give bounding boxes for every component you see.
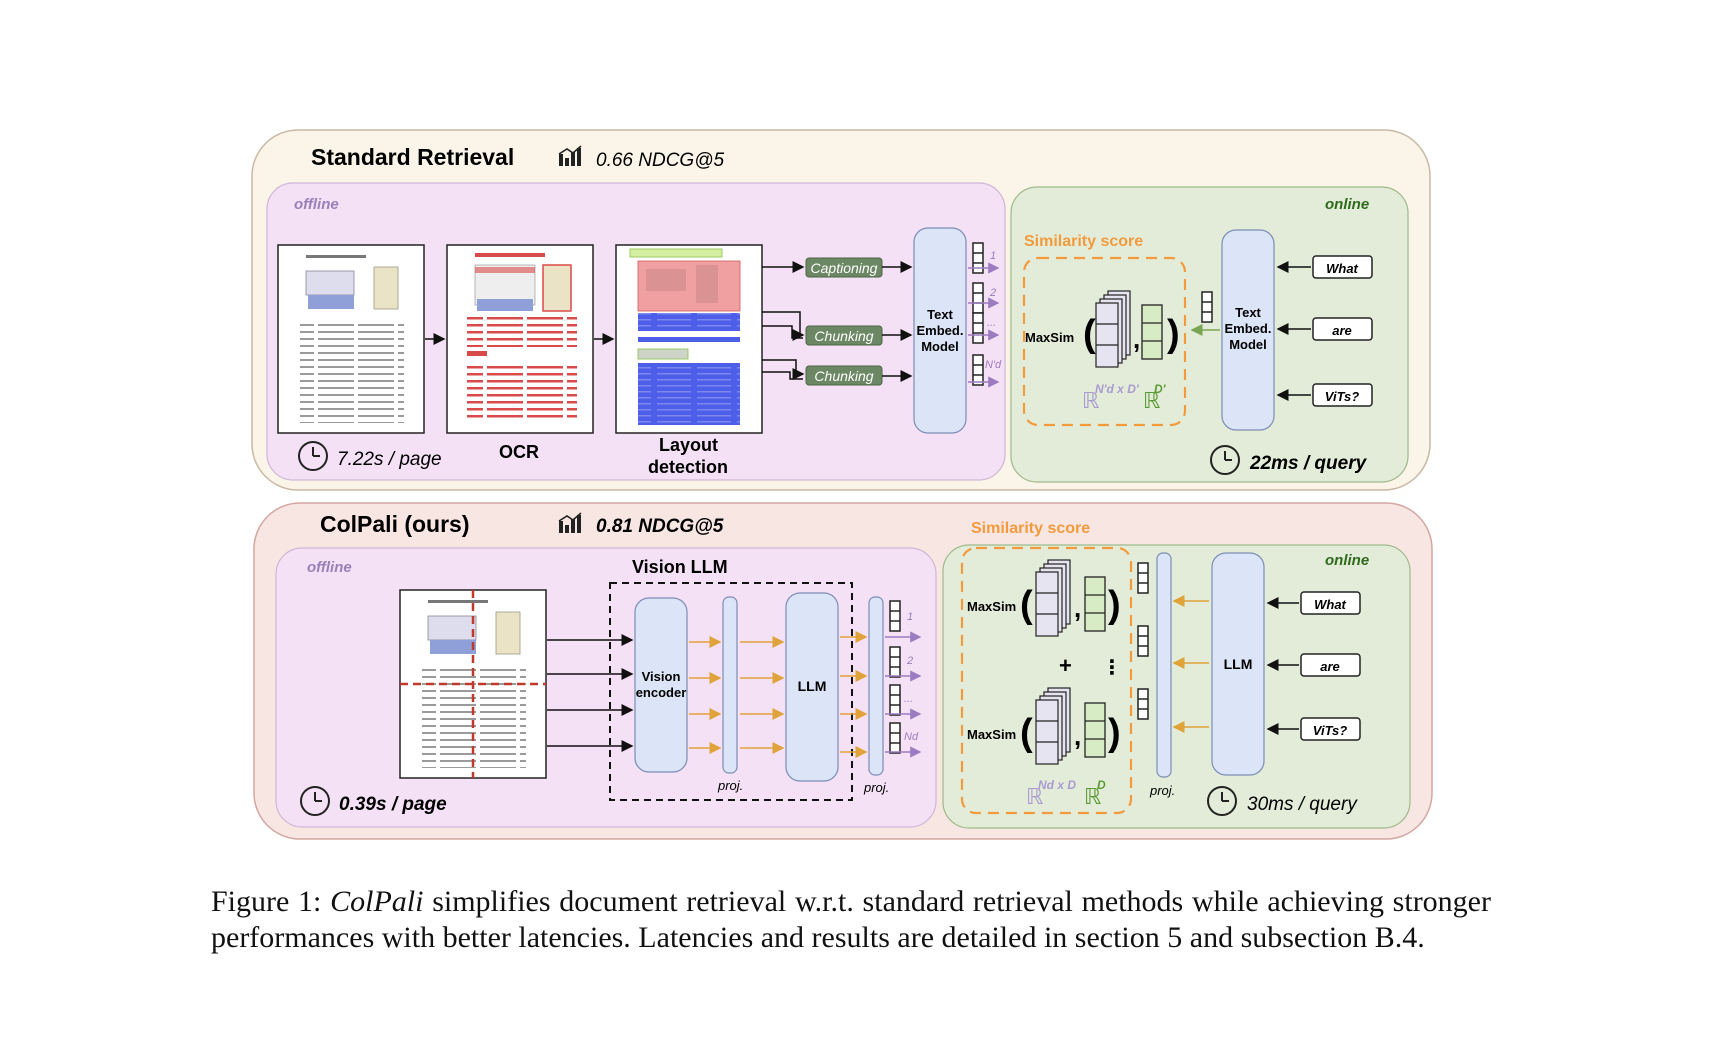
text-embed-label: Model	[921, 339, 959, 354]
query-token-label: ViTs?	[1313, 723, 1347, 738]
llm-box-online	[1211, 552, 1265, 776]
text-embed-model-online	[1221, 229, 1275, 431]
ocr-label: OCR	[499, 442, 539, 462]
caption-text: simplifies document retrieval w.r.t. sta…	[211, 885, 1491, 954]
svg-text:(: (	[1083, 313, 1096, 355]
svg-text:(: (	[1020, 584, 1033, 626]
vision-llm-box	[609, 582, 853, 801]
colpali-title: ColPali (ours)	[320, 511, 470, 537]
text-embed-label: Text	[927, 307, 953, 322]
vision-encoder-label: Vision	[642, 669, 681, 684]
caption-prefix: Figure 1:	[211, 885, 331, 918]
standard-offline-label: offline	[294, 196, 339, 213]
colpali-score: 0.81 NDCG@5	[596, 516, 724, 537]
svg-text:(: (	[1020, 712, 1033, 754]
chunking-label-1: Chunking	[814, 328, 873, 344]
svg-text:,: ,	[1074, 721, 1081, 751]
proj-label: proj.	[717, 778, 743, 793]
document-page	[277, 244, 425, 434]
llm-label: LLM	[1224, 656, 1253, 672]
svg-text:,: ,	[1133, 324, 1140, 354]
projection-bar	[1156, 552, 1172, 778]
query-token	[1300, 653, 1361, 677]
query-token	[1300, 591, 1361, 615]
layout-label-2: detection	[648, 457, 728, 477]
proj-label: proj.	[863, 780, 889, 795]
standard-online-box	[1010, 186, 1409, 483]
query-token	[1312, 317, 1373, 341]
colpali-online-time: 30ms / query	[1247, 794, 1358, 815]
text-embed-label: Embed.	[917, 323, 964, 338]
vec-index: Nd	[904, 731, 919, 743]
maxsim-label: MaxSim	[967, 727, 1016, 742]
vec-index: N'd	[985, 359, 1002, 371]
maxsim-label: MaxSim	[967, 599, 1016, 614]
query-token-label: are	[1320, 659, 1340, 674]
real-symbol: ℝ	[1082, 388, 1099, 413]
similarity-score-label: Similarity score	[971, 520, 1090, 537]
standard-online-label: online	[1325, 196, 1369, 213]
proj-label: proj.	[1149, 783, 1175, 798]
ocr-document-page	[446, 244, 594, 434]
chunking-label-2: Chunking	[814, 368, 873, 384]
colpali-online-box	[942, 544, 1411, 829]
maxsim-label: MaxSim	[1025, 330, 1074, 345]
standard-online-time: 22ms / query	[1249, 453, 1368, 474]
vision-llm-label: Vision LLM	[632, 557, 728, 577]
vision-encoder-box	[634, 597, 688, 773]
colpali-online-label: online	[1325, 552, 1369, 569]
query-token	[1312, 255, 1373, 279]
vec-index: ...	[987, 317, 996, 329]
projection-bar	[722, 596, 738, 774]
layout-document-page	[615, 244, 763, 434]
real-symbol: ℝ	[1026, 784, 1043, 809]
query-token-label: What	[1326, 261, 1358, 276]
vision-encoder-label: encoder	[636, 685, 687, 700]
captioning-label: Captioning	[811, 260, 878, 276]
svg-text:,: ,	[1074, 593, 1081, 623]
query-token-label: ViTs?	[1325, 389, 1359, 404]
svg-text:): )	[1108, 712, 1121, 754]
query-token	[1312, 383, 1373, 407]
projection-bar	[868, 596, 884, 776]
llm-box	[785, 592, 839, 782]
real-symbol: ℝ	[1143, 388, 1160, 413]
caption-name: ColPali	[330, 885, 424, 918]
vec-index: 2	[906, 655, 913, 667]
vec-index: 1	[907, 611, 913, 623]
vertical-dots: ⋮	[1102, 657, 1122, 679]
vec-index: 2	[989, 287, 996, 299]
layout-label-1: Layout	[659, 435, 718, 455]
document-page-patched	[399, 589, 547, 779]
doc-dim: N'd x D'	[1095, 382, 1140, 396]
similarity-score-label: Similarity score	[1024, 233, 1143, 250]
query-token-label: are	[1332, 323, 1352, 338]
colpali-offline-label: offline	[307, 559, 352, 576]
similarity-box	[960, 546, 1133, 815]
figure-caption: Figure 1: ColPali simplifies document re…	[211, 884, 1491, 956]
text-embed-model-offline	[913, 227, 967, 434]
vec-index: ...	[904, 693, 913, 705]
query-dim: D'	[1154, 382, 1167, 396]
llm-label: LLM	[798, 678, 827, 694]
standard-score: 0.66 NDCG@5	[596, 150, 724, 171]
svg-text:): )	[1167, 313, 1180, 355]
plus-sign: +	[1059, 653, 1072, 678]
standard-title: Standard Retrieval	[311, 144, 514, 170]
text-embed-label: Embed.	[1225, 321, 1272, 336]
similarity-box	[1022, 256, 1187, 427]
text-embed-label: Model	[1229, 337, 1267, 352]
query-token-label: What	[1314, 597, 1346, 612]
query-token	[1300, 717, 1361, 741]
text-embed-label: Text	[1235, 305, 1261, 320]
standard-offline-time: 7.22s / page	[337, 449, 442, 470]
svg-text:): )	[1108, 584, 1121, 626]
query-dim: D	[1097, 778, 1106, 792]
vec-index: 1	[990, 250, 996, 262]
real-symbol: ℝ	[1084, 784, 1101, 809]
colpali-offline-time: 0.39s / page	[339, 794, 447, 815]
doc-dim: Nd x D	[1038, 778, 1076, 792]
